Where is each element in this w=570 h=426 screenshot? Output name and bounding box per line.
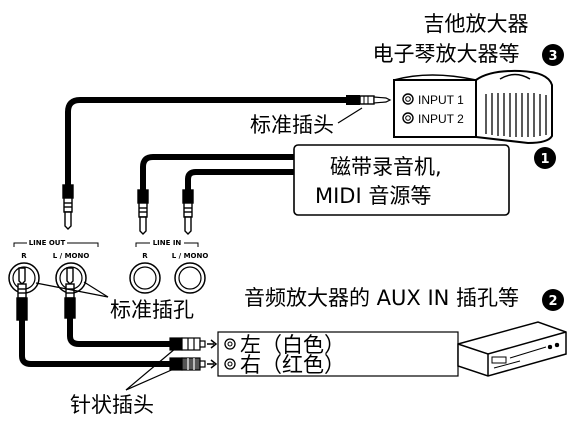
number-3-badge: 3 (542, 44, 564, 66)
input1-jack-icon (402, 93, 414, 105)
svg-text:1: 1 (540, 152, 549, 167)
amp-label-line1: 吉他放大器 (424, 12, 529, 36)
rca-left-jack-icon (224, 338, 236, 350)
amp-cable (65, 97, 351, 188)
rca-side-plug-r-icon (16, 267, 28, 321)
tape-cable-r (140, 154, 301, 193)
standard-plug-leader (337, 107, 363, 124)
tape-label-line2: MIDI 音源等 (315, 184, 431, 208)
arrow-left-icon (207, 339, 218, 349)
tape-label-line1: 磁带录音机, (330, 155, 442, 179)
standard-plug-icon (346, 95, 392, 105)
number-1-badge: 1 (534, 147, 556, 169)
rca-plug-right-icon (169, 357, 206, 371)
tape-cable-l (185, 169, 301, 193)
svg-text:3: 3 (548, 49, 557, 64)
rca-right-jack-icon (224, 358, 236, 370)
svg-text:2: 2 (548, 294, 557, 309)
pin-plug-leader-1 (125, 347, 177, 391)
line-in-label: LINE IN (153, 239, 182, 247)
tape-plug-l-icon (182, 189, 194, 235)
line-in-r-label: R (142, 252, 148, 260)
rca-left-label: 左（白色） (240, 333, 345, 357)
guitar-amplifier: INPUT 1 INPUT 2 (393, 69, 553, 145)
rca-cable-left (67, 315, 175, 347)
rca-cable-right (19, 317, 175, 367)
audio-amp-label: 音频放大器的 AUX IN 插孔等 (244, 286, 519, 310)
input1-label: INPUT 1 (418, 93, 464, 107)
standard-jack-label: 标准插孔 (110, 298, 194, 322)
line-out-label: LINE OUT (29, 239, 66, 247)
rca-input-box (217, 331, 459, 377)
line-in-group: LINE IN R L / MONO (129, 238, 209, 294)
input2-jack-icon (402, 112, 414, 124)
rca-right-label: 右（红色） (240, 353, 345, 377)
standard-plug-label: 标准插头 (250, 113, 334, 137)
cables (19, 97, 351, 367)
rca-plug-left-icon (169, 337, 206, 351)
speaker-grill (485, 93, 547, 137)
standard-jack-leader-1 (35, 282, 109, 298)
amp-plug-vertical-icon (62, 184, 74, 230)
input2-label: INPUT 2 (418, 112, 464, 126)
amp-label-line2: 电子琴放大器等 (373, 42, 520, 66)
standard-jack-leader-2 (83, 281, 109, 298)
rca-side-plug-l-icon (64, 267, 76, 319)
tape-plug-r-icon (137, 189, 149, 235)
pin-plug-label: 针状插头 (70, 393, 154, 417)
line-in-l-label: L / MONO (172, 252, 209, 260)
stereo-amplifier (457, 321, 567, 377)
number-2-badge: 2 (542, 289, 564, 311)
pin-plug-leader-2 (125, 367, 177, 391)
tape-recorder-box: 磁带录音机, MIDI 音源等 (293, 144, 510, 216)
arrow-right-icon (207, 359, 218, 369)
line-out-l-label: L / MONO (53, 252, 90, 260)
line-out-r-label: R (21, 252, 27, 260)
